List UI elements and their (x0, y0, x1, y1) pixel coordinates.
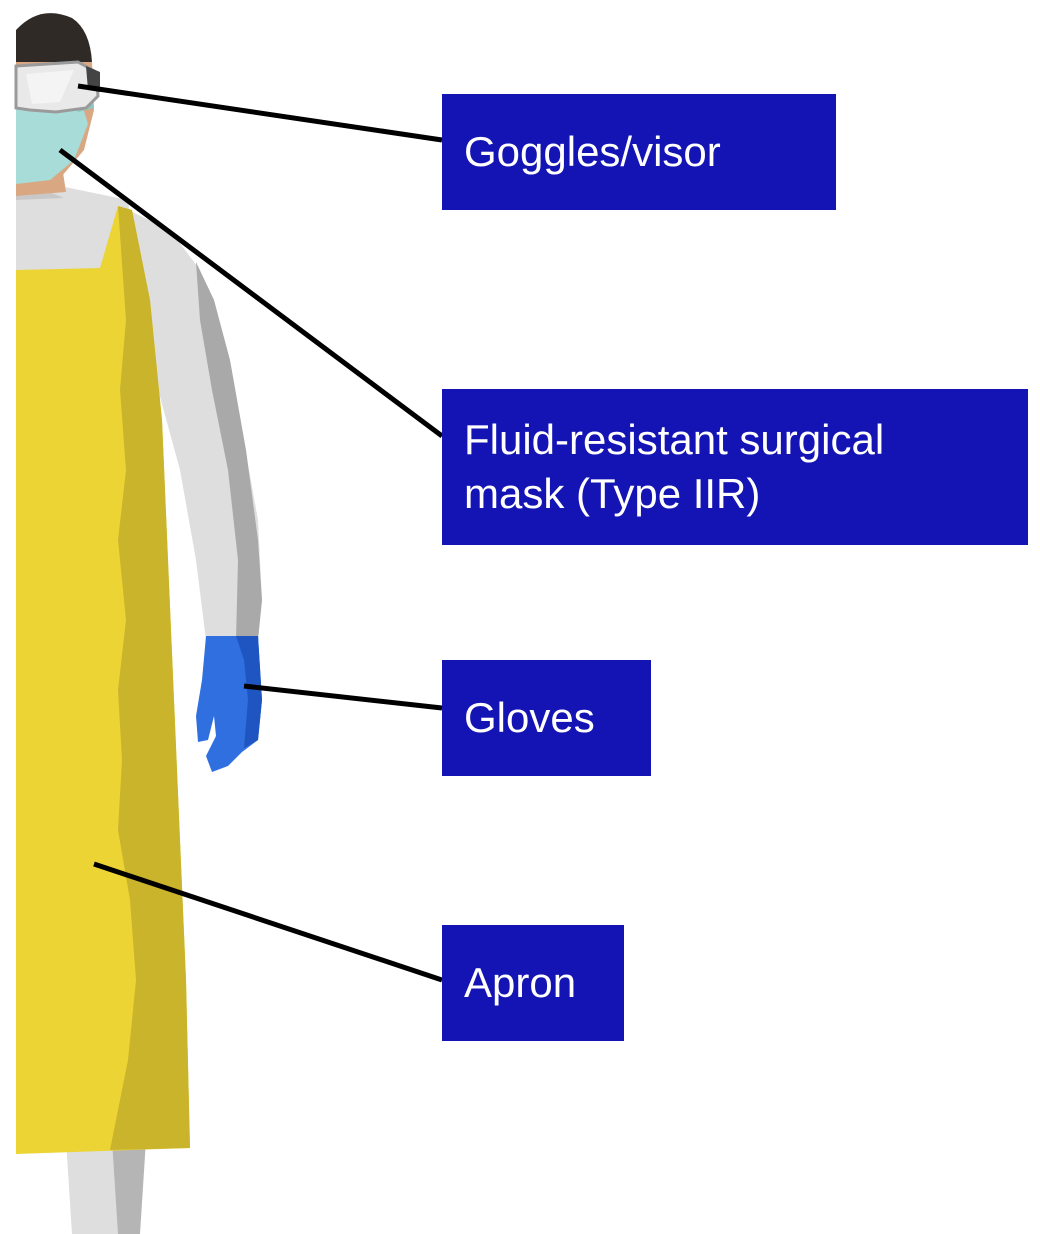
label-apron: Apron (442, 925, 624, 1041)
label-surgical-mask: Fluid-resistant surgical mask (Type IIR) (442, 389, 1028, 545)
label-surgical-mask-line2: mask (Type IIR) (464, 467, 884, 521)
label-gloves-text: Gloves (464, 691, 595, 745)
label-gloves: Gloves (442, 660, 651, 776)
label-goggles-visor: Goggles/visor (442, 94, 836, 210)
leader-line-gloves (244, 686, 442, 708)
label-goggles-visor-text: Goggles/visor (464, 125, 721, 179)
hair (16, 13, 92, 62)
label-surgical-mask-line1: Fluid-resistant surgical (464, 413, 884, 467)
leader-line-goggles (78, 86, 442, 140)
label-apron-text: Apron (464, 956, 576, 1010)
